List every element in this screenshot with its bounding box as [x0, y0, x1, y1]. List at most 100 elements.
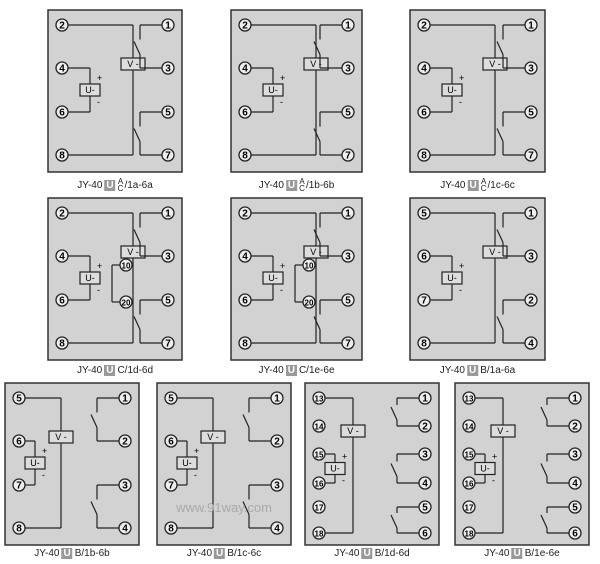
plus-sign: +: [42, 446, 47, 456]
voltage-coil-box: [490, 424, 516, 438]
aux-power-box-label: U-: [480, 464, 490, 474]
voltage-coil-box-label: V -: [489, 59, 501, 69]
terminal-20: 20: [119, 295, 133, 309]
terminal-label: 6: [422, 529, 428, 540]
voltage-coil-box: [482, 57, 508, 71]
switch-contact-1: [496, 316, 504, 330]
voltage-coil-box-label: V -: [347, 426, 359, 436]
minus-sign: -: [280, 97, 283, 107]
switch-contact-1: [540, 463, 548, 477]
terminal-label: 8: [16, 524, 22, 535]
switch-contact-0: [496, 229, 504, 243]
caption-badge: U: [467, 179, 479, 191]
minus-sign: -: [342, 476, 345, 486]
terminal-label: 5: [165, 296, 171, 307]
terminal-label: 2: [242, 209, 248, 220]
terminal-label: 1: [422, 394, 428, 405]
terminal-label: 2: [274, 437, 280, 448]
terminal-10: 10: [119, 258, 133, 272]
terminal-4: 4: [568, 476, 582, 490]
terminal-8: 8: [238, 336, 252, 350]
terminal-circle: [312, 500, 326, 514]
aux-power-box: [474, 461, 496, 476]
caption-prefix: JY-40: [334, 548, 360, 559]
minus-sign: -: [459, 97, 462, 107]
aux-power-box-label: U-: [85, 85, 95, 95]
terminal-label: 3: [165, 252, 171, 263]
plus-sign: +: [492, 452, 497, 462]
terminal-label: 14: [315, 423, 324, 432]
terminal-label: 5: [528, 108, 534, 119]
caption-suffix: /1a-6a: [124, 179, 153, 191]
aux-power-box-label: U-: [268, 273, 278, 283]
switch-contact-1: [133, 128, 141, 142]
terminal-label: 7: [528, 151, 534, 162]
terminal-label: 8: [421, 151, 427, 162]
caption-badge: U: [104, 179, 116, 191]
terminal-label: 7: [16, 481, 22, 492]
terminal-label: 5: [345, 108, 351, 119]
caption-suffix: B/1b-6b: [74, 548, 110, 559]
terminal-8: 8: [12, 521, 26, 535]
terminal-5: 5: [161, 105, 175, 119]
terminal-label: 18: [465, 530, 474, 539]
terminal-5: 5: [164, 391, 178, 405]
plus-sign: +: [459, 73, 464, 83]
caption-badge: U: [466, 365, 479, 376]
plus-sign: +: [280, 73, 285, 83]
terminal-label: 1: [122, 394, 128, 405]
terminal-2: 2: [55, 18, 69, 32]
terminal-4: 4: [524, 336, 538, 350]
terminal-label: 3: [165, 64, 171, 75]
terminal-label: 2: [422, 422, 428, 433]
terminal-label: 5: [572, 503, 578, 514]
terminal-3: 3: [341, 61, 355, 75]
voltage-coil-box-label: V -: [310, 247, 322, 257]
caption-badge: U: [214, 548, 226, 559]
terminal-label: 8: [242, 151, 248, 162]
terminal-label: 8: [59, 151, 65, 162]
terminal-label: 10: [305, 262, 314, 271]
terminal-5: 5: [341, 105, 355, 119]
terminal-7: 7: [164, 478, 178, 492]
caption-prefix: JY-40: [186, 548, 213, 559]
caption-badge: U: [511, 548, 523, 559]
aux-power-box: [176, 456, 198, 470]
switch-contact-0: [496, 41, 504, 55]
terminal-label: 16: [315, 480, 324, 489]
terminal-6: 6: [417, 249, 431, 263]
terminal-label: 4: [422, 479, 428, 490]
terminal-label: 8: [421, 339, 427, 350]
terminal-label: 20: [305, 299, 314, 308]
terminal-4: 4: [238, 249, 252, 263]
terminal-label: 1: [528, 21, 534, 32]
terminal-6: 6: [238, 105, 252, 119]
terminal-label: 15: [315, 451, 324, 460]
caption-stack-item: A: [480, 177, 487, 186]
terminal-label: 4: [274, 524, 280, 535]
terminal-circle: [312, 419, 326, 433]
terminal-label: 1: [528, 209, 534, 220]
terminal-13: 13: [462, 391, 476, 405]
terminal-5: 5: [418, 500, 432, 514]
terminal-label: 3: [528, 252, 534, 263]
caption-prefix: JY-40: [440, 179, 466, 191]
terminal-4: 4: [118, 521, 132, 535]
terminal-3: 3: [161, 249, 175, 263]
terminal-17: 17: [312, 500, 326, 514]
terminal-17: 17: [462, 500, 476, 514]
caption-suffix: /1c-6c: [487, 179, 515, 191]
terminal-label: 7: [345, 339, 351, 350]
terminal-5: 5: [417, 206, 431, 220]
aux-power-box: [441, 83, 463, 97]
caption-prefix: JY-40: [258, 365, 284, 376]
terminal-label: 6: [242, 108, 248, 119]
terminal-label: 6: [59, 108, 65, 119]
terminal-label: 4: [528, 339, 534, 350]
